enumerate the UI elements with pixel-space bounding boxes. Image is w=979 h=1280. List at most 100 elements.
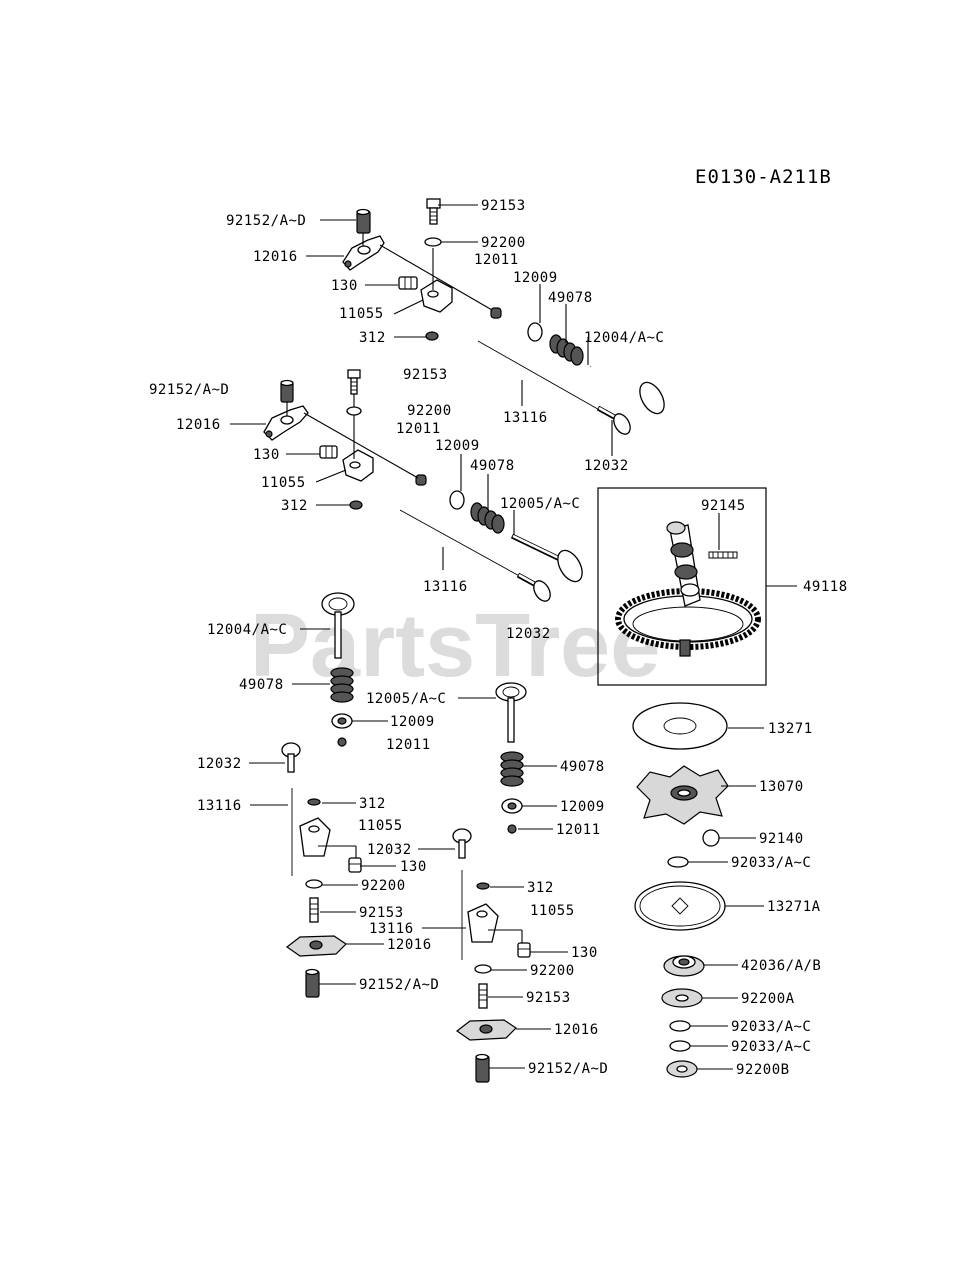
valve-spring-part	[549, 334, 584, 366]
rocker-bracket-part	[420, 279, 453, 313]
callout-label: 13116	[423, 579, 468, 595]
callout-label: 130	[331, 278, 358, 294]
circlip-part	[669, 1020, 691, 1032]
valve-spring-part	[330, 667, 354, 703]
lower-valve-parts	[281, 592, 531, 1083]
callout-label: 312	[281, 498, 308, 514]
callout-label: 11055	[358, 818, 403, 834]
callout-label: 13070	[759, 779, 804, 795]
washer-part	[346, 406, 362, 416]
callout-label: 130	[571, 945, 598, 961]
callout-label: 13271A	[767, 899, 821, 915]
callout-label: 12005/A~C	[500, 496, 580, 512]
rocker-arm-part	[285, 935, 347, 957]
callout-label: 13116	[369, 921, 414, 937]
adjuster-part	[319, 445, 338, 459]
callout-label: 12016	[176, 417, 221, 433]
callout-label: 92200B	[736, 1062, 790, 1078]
washer-b-part	[666, 1060, 698, 1078]
watermark: PartsTree	[250, 596, 660, 696]
intake-valve-part	[495, 682, 527, 743]
callout-label: 42036/A/B	[741, 958, 821, 974]
callout-label: 92033/A~C	[731, 1039, 811, 1055]
callout-label: 92200	[361, 878, 406, 894]
callout-label: 130	[400, 859, 427, 875]
callout-label: 49078	[560, 759, 605, 775]
nut-part	[349, 500, 363, 510]
camshaft-part	[666, 521, 701, 657]
callout-label: 11055	[261, 475, 306, 491]
callout-label: 92200A	[741, 991, 795, 1007]
callout-label: 92200	[481, 235, 526, 251]
valve-cap-part	[337, 737, 347, 747]
pivot-pin-part	[280, 379, 294, 403]
rocker-bracket-part	[342, 449, 374, 482]
washer-part	[424, 237, 442, 247]
nut-part	[307, 798, 321, 806]
camshaft-assembly	[597, 487, 767, 686]
callout-label: 130	[253, 447, 280, 463]
callout-label: 92033/A~C	[731, 855, 811, 871]
washer-part	[305, 879, 323, 889]
valve-cap-part	[490, 307, 502, 319]
callout-labels: 92153 92152/A~D 92200 12016 12011 12009 …	[149, 198, 847, 1078]
intake-valve-part	[516, 572, 551, 602]
exhaust-valve-part	[510, 533, 583, 583]
valve-spring-part	[500, 751, 524, 787]
callout-label: 92145	[701, 498, 746, 514]
intake-valve-small-part	[452, 828, 472, 859]
valve-cap-part	[415, 474, 427, 486]
callout-label: 12032	[584, 458, 629, 474]
callout-label: 12011	[396, 421, 441, 437]
push-rod-part	[477, 340, 604, 413]
callout-label: 92033/A~C	[731, 1019, 811, 1035]
intake-valve-small-part	[281, 742, 301, 773]
callout-label: 92140	[759, 831, 804, 847]
steel-ball-part	[702, 829, 720, 847]
adjuster-part	[398, 276, 418, 290]
callout-label: 11055	[339, 306, 384, 322]
callout-label: 312	[359, 796, 386, 812]
callout-label: 92200	[530, 963, 575, 979]
push-rod-part	[399, 509, 524, 579]
bolt-part	[347, 369, 361, 395]
callout-label: 92152/A~D	[359, 977, 439, 993]
adjuster-part	[517, 942, 531, 958]
lower-rocker-assembly	[263, 369, 583, 602]
governor-cup-part	[634, 881, 726, 931]
callout-label: 12011	[474, 252, 519, 268]
callout-label: 49078	[470, 458, 515, 474]
pivot-pin-part	[305, 968, 320, 998]
callout-label: 12011	[556, 822, 601, 838]
callout-label: 12032	[197, 756, 242, 772]
callout-label: 12016	[387, 937, 432, 953]
callout-label: 49078	[239, 677, 284, 693]
callout-label: 12016	[554, 1022, 599, 1038]
bolt-part	[309, 897, 319, 923]
callout-label: 11055	[530, 903, 575, 919]
exhaust-valve-part	[321, 592, 355, 659]
callout-label: 92152/A~D	[528, 1061, 608, 1077]
callout-label: 92152/A~D	[149, 382, 229, 398]
callout-label: 13116	[197, 798, 242, 814]
bolt-part	[478, 983, 488, 1009]
callout-label: 12011	[386, 737, 431, 753]
callout-label: 12004/A~C	[207, 622, 287, 638]
valve-spring-part	[470, 502, 505, 534]
pivot-pin-part	[475, 1053, 490, 1083]
callout-label: 12032	[506, 626, 551, 642]
callout-label: 13271	[768, 721, 813, 737]
diagram-code: E0130-A211B	[695, 166, 832, 188]
callout-label: 92200	[407, 403, 452, 419]
rocker-arm-part	[342, 235, 385, 271]
circlip-part	[669, 1040, 691, 1052]
upper-rocker-assembly	[342, 198, 665, 435]
circlip-part	[667, 856, 689, 868]
callout-label: 312	[359, 330, 386, 346]
callout-label: 12016	[253, 249, 298, 265]
nut-part	[476, 882, 490, 890]
intake-valve-part	[596, 405, 631, 435]
rocker-bracket-part	[299, 817, 331, 857]
bolt-part	[426, 198, 441, 225]
